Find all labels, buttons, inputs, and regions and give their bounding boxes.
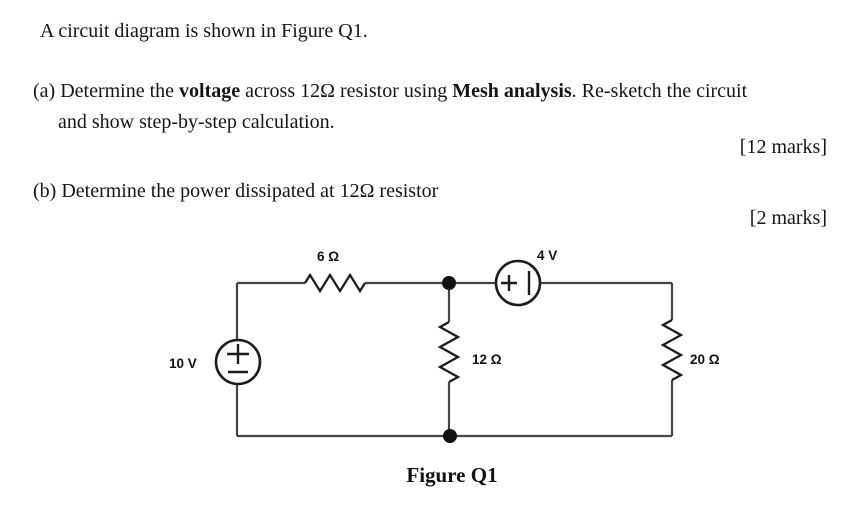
question-b-label: (b) [33, 180, 57, 202]
label-resistor-20ohm: 20 Ω [690, 352, 720, 367]
question-a-line2: and show step-by-step calculation. [58, 111, 335, 133]
question-b-text: Determine the power dissipated at 12Ω re… [61, 180, 439, 202]
label-resistor-6ohm: 6 Ω [317, 249, 339, 264]
resistor-6ohm-symbol [304, 272, 366, 294]
voltage-source-4v-symbol [494, 259, 542, 307]
figure-caption: Figure Q1 [406, 463, 497, 487]
resistor-12ohm-symbol [437, 320, 461, 384]
question-b-line: (b) Determine the power dissipated at 12… [33, 181, 438, 201]
label-source-4v: 4 V [537, 248, 557, 263]
question-a-marks: [12 marks] [739, 136, 827, 158]
voltage-source-10v-plus-icon [227, 344, 249, 364]
question-a-label: (a) [33, 80, 56, 102]
label-source-10v: 10 V [169, 356, 197, 371]
question-a-seg5: . Re-sketch the circuit [571, 80, 748, 102]
question-b-marks: [2 marks] [749, 207, 827, 229]
question-a-seg3: across 12Ω resistor using [240, 80, 453, 102]
question-a-line1: (a) Determine the voltage across 12Ω res… [33, 81, 747, 101]
node-dot-top [442, 276, 456, 290]
intro-line: A circuit diagram is shown in Figure Q1. [40, 20, 368, 42]
resistor-20ohm-symbol [660, 318, 684, 382]
voltage-source-10v-symbol [214, 338, 262, 386]
label-resistor-12ohm: 12 Ω [472, 352, 502, 367]
question-a-seg1: Determine the [60, 80, 180, 102]
question-a-bold-voltage: voltage [179, 80, 241, 102]
voltage-source-4v-plus-icon [501, 275, 517, 291]
question-a-bold-mesh-analysis: Mesh analysis [452, 80, 572, 102]
node-dot-bottom [443, 429, 457, 443]
